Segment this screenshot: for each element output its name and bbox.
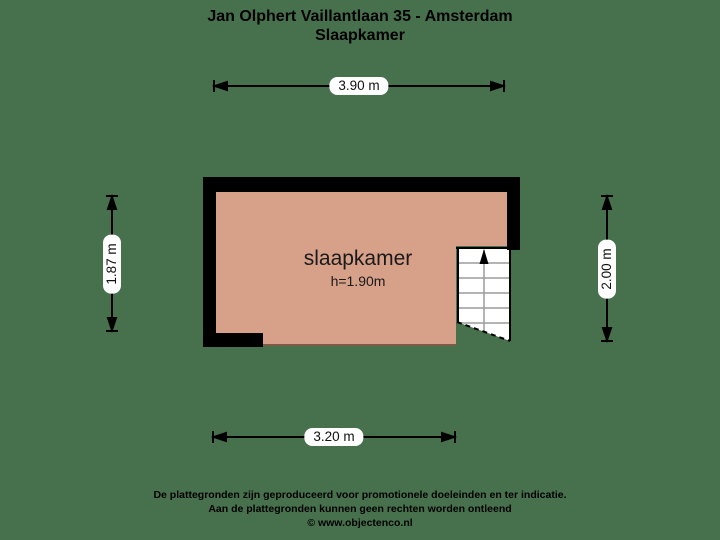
- dimension-label-bottom: 3.20 m: [304, 428, 364, 446]
- disclaimer-block: De plattegronden zijn geproduceerd voor …: [0, 488, 720, 530]
- page-title-block: Jan Olphert Vaillantlaan 35 - Amsterdam …: [0, 7, 720, 45]
- dimension-label-right: 2.00 m: [598, 239, 616, 299]
- dimension-label-left: 1.87 m: [103, 234, 121, 294]
- disclaimer-line-1: De plattegronden zijn geproduceerd voor …: [153, 489, 567, 501]
- room-height-label: h=1.90m: [330, 273, 386, 289]
- wall-bottom-left: [203, 333, 263, 347]
- staircase: [456, 247, 511, 342]
- stairs-up-arrow-icon: [479, 249, 489, 264]
- room-name-label: slaapkamer: [303, 247, 413, 270]
- wall-top: [203, 177, 520, 192]
- copyright-line: © www.objectenco.nl: [307, 517, 413, 529]
- stair-steps: [457, 250, 510, 335]
- wall-right: [507, 177, 520, 250]
- dimension-arrow-bottom: [210, 431, 458, 443]
- stair-borders: [456, 247, 511, 341]
- disclaimer-line-2: Aan de plattegronden kunnen geen rechten…: [208, 503, 512, 515]
- page-subtitle: Slaapkamer: [315, 27, 405, 44]
- walls: [203, 177, 520, 347]
- page-title: Jan Olphert Vaillantlaan 35 - Amsterdam: [207, 8, 513, 25]
- stair-break-line: [456, 321, 511, 342]
- dimension-label-top: 3.90 m: [329, 77, 389, 95]
- wall-left: [203, 177, 216, 347]
